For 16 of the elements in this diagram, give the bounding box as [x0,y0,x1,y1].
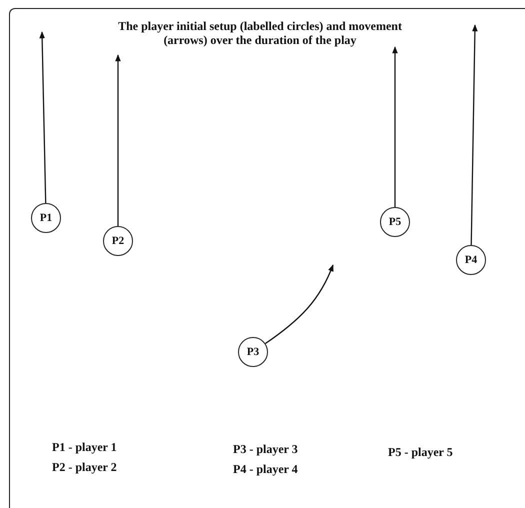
diagram-title: The player initial setup (labelled circles) and movement (arrows) over the duration of the play [117,19,403,47]
player-circle: P1 [31,203,61,233]
movement-arrow [470,24,478,246]
legend-text: P1 - player 1 [52,440,117,455]
player-circle: P3 [238,337,268,367]
legend-text: P4 - player 4 [233,462,298,477]
legend-text: P3 - player 3 [233,442,298,457]
movement-arrow [39,31,46,204]
player-circle: P5 [380,207,410,237]
legend-text: P5 - player 5 [388,445,453,460]
player-circle: P2 [103,226,133,256]
movement-arrow [115,54,121,226]
movement-arrow [392,46,398,207]
player-circle: P4 [456,245,486,275]
movement-arrow [265,264,334,344]
legend-text: P2 - player 2 [52,460,117,475]
